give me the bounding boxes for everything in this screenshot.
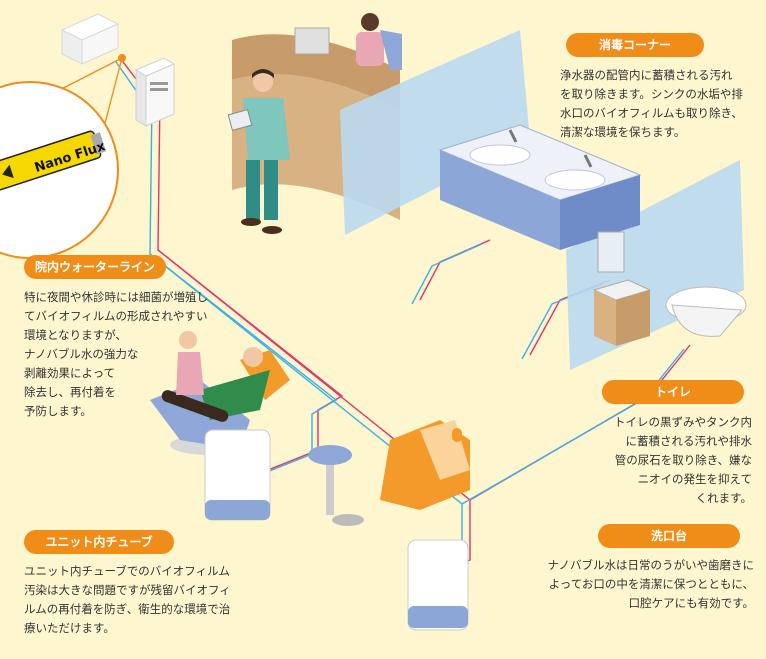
partition-wall-1 — [340, 30, 530, 235]
cold-water-line-4 — [411, 243, 483, 305]
connection-point — [118, 54, 126, 62]
staff-standing — [227, 69, 290, 234]
nano-flux-device — [0, 81, 119, 259]
water-heater — [134, 57, 176, 127]
toilet-area — [592, 231, 747, 346]
callout-title-unit-tube: ユニット内チューブ — [24, 530, 174, 554]
callout-text-washbasin: ナノバブル水は日常のうがいや歯磨きに よってお口の中を清潔に保つとともに、 口腔… — [547, 558, 754, 610]
callout-title-waterline: 院内ウォーターライン — [24, 255, 166, 279]
callout-title-toilet: トイレ — [602, 380, 744, 404]
callout-text-disinfection: 浄水器の配管内に蓄積される汚れ を取り除きます。シンクの水垢や排 水口のバイオフ… — [560, 68, 743, 139]
callout-text-waterline: 特に夜間や休診時には細菌が増殖し てバイオフィルムの形成されやすい 環境となりま… — [24, 290, 208, 418]
dental-chair-empty — [308, 420, 470, 631]
dental-chair-occupied — [150, 331, 290, 521]
sink-counter — [438, 124, 642, 250]
callout-title-disinfection: 消毒コーナー — [566, 33, 704, 57]
callout-text-toilet: トイレの黒ずみやタンク内 に蓄積される汚れや排水 管の尿石を取り除き、嫌な ニオ… — [614, 415, 752, 505]
callout-title-washbasin: 洗口台 — [598, 524, 740, 548]
callout-text-unit-tube: ユニット内チューブでのバイオフィルム 汚染は大きな問題ですが残留バイオフィ ルム… — [24, 564, 231, 635]
water-purifier — [60, 13, 120, 65]
